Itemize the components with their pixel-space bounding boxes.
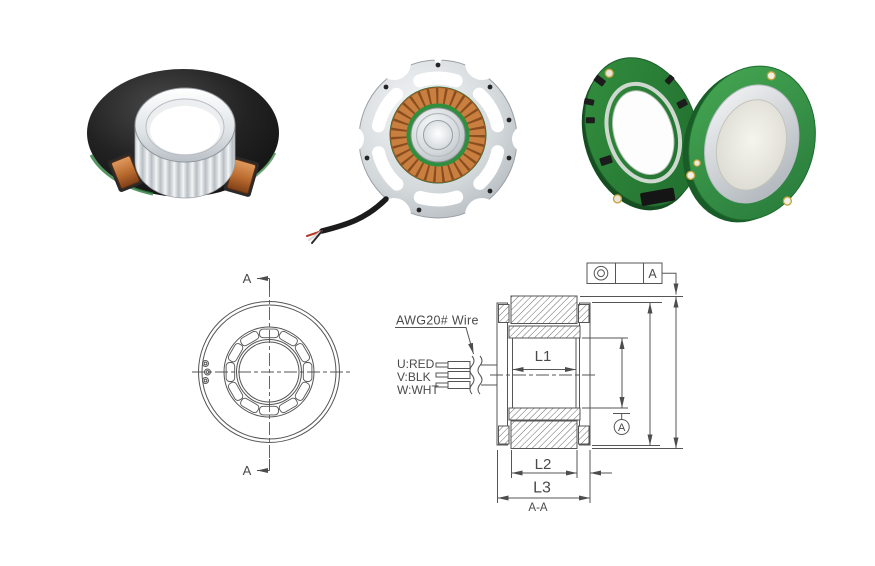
stator-hub-step [415, 112, 461, 158]
datum-target-letter: A [618, 422, 626, 434]
phase-u-label: U:RED [397, 357, 435, 371]
dim-l1: L1 [512, 348, 576, 372]
encoder-pcb-right [682, 65, 816, 223]
plate-screws [364, 62, 512, 213]
datum-target: A [613, 413, 630, 435]
dim-mid-diameter [592, 302, 662, 446]
rotor-band-top [510, 295, 578, 324]
dim-l3-label: L3 [533, 480, 551, 497]
wire-note: AWG20# Wire [395, 314, 479, 355]
pcb-left-connector [640, 187, 676, 206]
dim-l2-label: L2 [535, 456, 552, 473]
housing-wall-right [579, 302, 591, 446]
wire-break-right [477, 355, 483, 395]
encoder-pcb-left [581, 57, 706, 211]
cover-square-br [578, 425, 590, 445]
section-letter-bottom: A [243, 463, 252, 478]
dim-l2: L2 [511, 450, 612, 478]
lead-wire [319, 196, 389, 234]
section-cut-marker-top: A [243, 271, 270, 290]
section-view-label: A-A [528, 502, 548, 514]
cover-square-tr [578, 304, 590, 323]
stator-band-top [508, 325, 581, 339]
motor-wires [435, 355, 497, 395]
photo-stator-assembly [306, 46, 540, 244]
magnet-segments [225, 328, 313, 416]
datum-frame: A [586, 262, 679, 295]
stator-bore [423, 120, 453, 150]
dim-bore [582, 337, 628, 409]
front-view: A A [192, 271, 350, 478]
plate-scallops [336, 46, 540, 232]
pcb-right-pads [686, 71, 793, 206]
copper-tab-left [108, 152, 144, 192]
photo-encoder-pcbs [581, 57, 816, 223]
sleeve-bore-inner [150, 106, 220, 154]
stator-winding-outline [390, 87, 486, 183]
section-view: AWG20# Wire U:RED V:BLK W:WHT L1 L2 [395, 262, 683, 514]
pcb-right-membrane [715, 99, 788, 191]
concentricity-icon [593, 265, 609, 281]
wire-break-left [469, 355, 475, 395]
rotor-band-bottom [510, 420, 578, 449]
phase-v-label: V:BLK [397, 370, 431, 384]
cover-square-tl [498, 304, 510, 323]
section-letter-top: A [243, 271, 252, 286]
stator-winding-teeth [390, 87, 486, 183]
datum-frame-leader [662, 272, 679, 295]
dim-outer-diameter [580, 296, 683, 449]
pcb-left-metal-ring [604, 81, 682, 184]
hinge-pad [693, 159, 701, 167]
pcb-left-components [583, 74, 698, 169]
stator-band-bottom [508, 407, 581, 421]
dim-l3: L3 A-A [497, 450, 591, 514]
plate-arc-slots [370, 71, 506, 207]
dim-l1-label: L1 [535, 348, 552, 365]
pcb-left-hole [612, 90, 675, 176]
cover-square-bl [498, 425, 510, 445]
wire-note-label: AWG20# Wire [396, 314, 479, 328]
photo-rotor-ring [87, 69, 279, 199]
phase-w-label: W:WHT [397, 383, 439, 397]
lead-wire-black [311, 230, 323, 244]
section-cut-marker-bottom: A [243, 459, 270, 478]
housing-wall-left [496, 302, 508, 446]
datum-frame-letter: A [648, 267, 657, 281]
phase-labels: U:RED V:BLK W:WHT [397, 357, 439, 397]
